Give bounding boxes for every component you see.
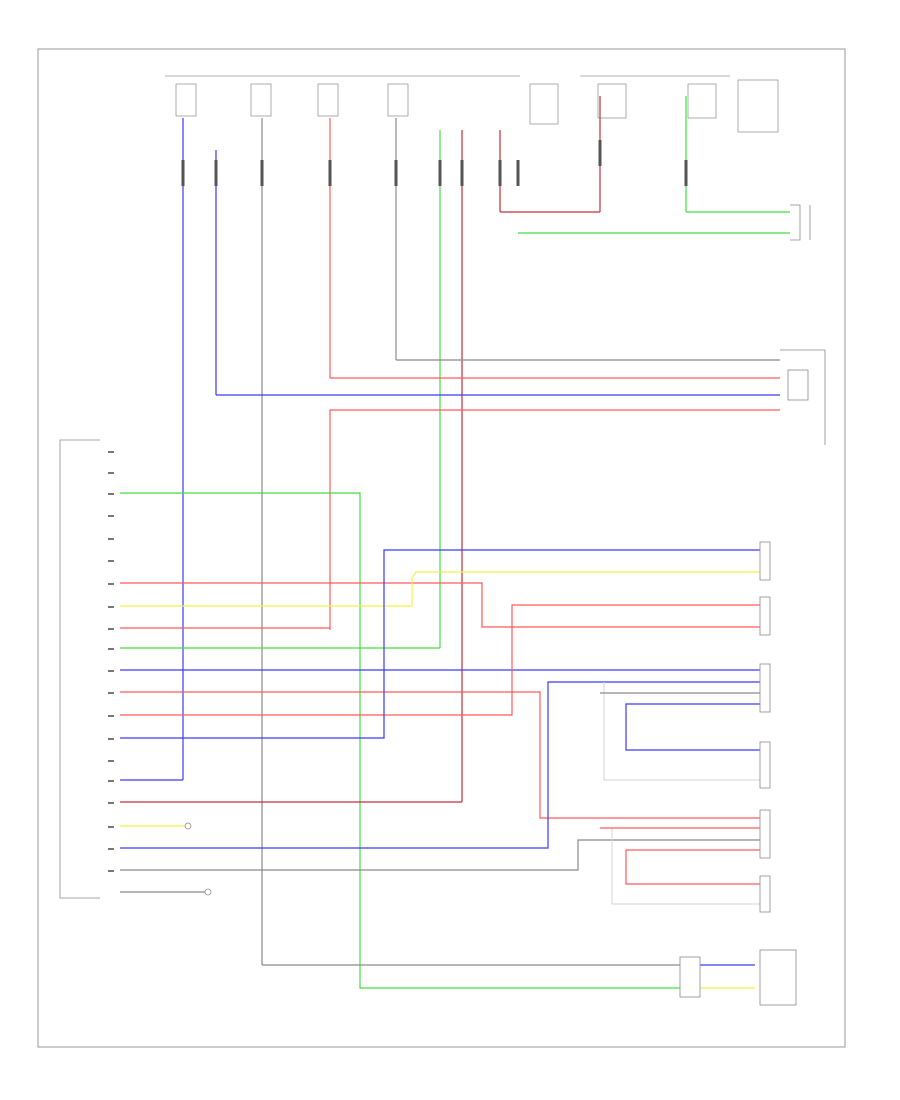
tweeter-wires <box>600 692 760 885</box>
illumination-ground <box>518 204 811 241</box>
fuse-drops <box>182 96 687 965</box>
speaker-cross-wires <box>603 682 760 905</box>
diagram-frame <box>37 48 846 1048</box>
fuse-blocks <box>165 75 779 133</box>
radio-unit <box>59 439 100 899</box>
speaker-symbols <box>759 541 771 913</box>
ground-symbols <box>184 822 212 896</box>
radio-pin-markers <box>108 451 114 872</box>
antenna-relay-wires <box>216 349 826 630</box>
radio-output-wires <box>120 492 760 989</box>
power-antenna-motor <box>262 949 797 1006</box>
wire-markers <box>181 140 688 186</box>
